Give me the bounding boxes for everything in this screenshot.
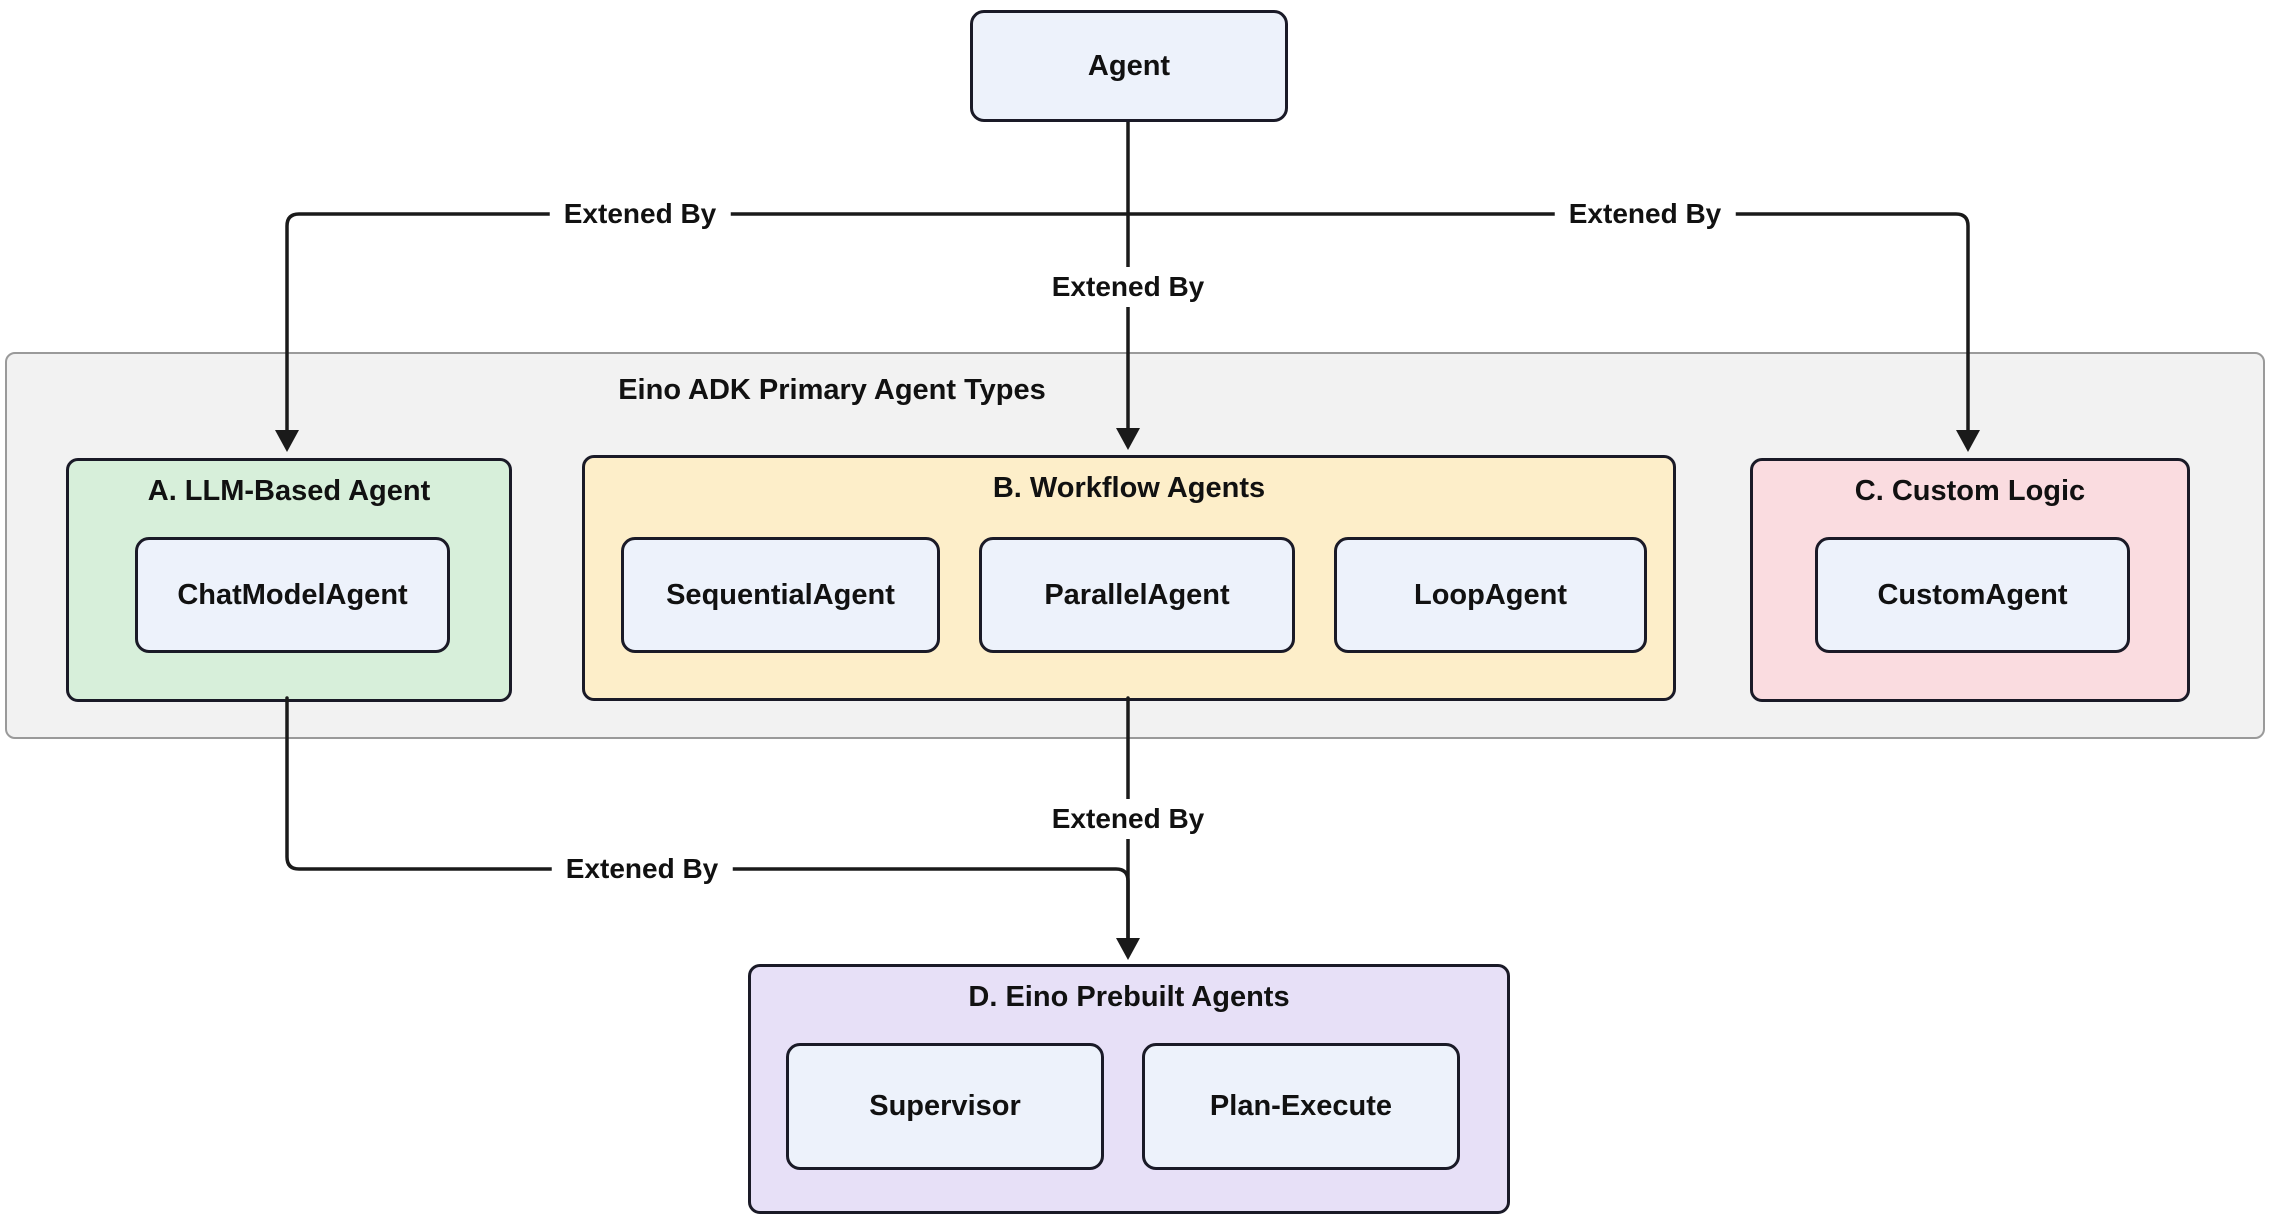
node-plan-execute-label: Plan-Execute [1209, 1090, 1393, 1122]
group-d-title: D. Eino Prebuilt Agents [968, 981, 1290, 1013]
node-parallelagent-label: ParallelAgent [1044, 578, 1230, 611]
edge-label-llm-to-prebuilt: Extened By [551, 849, 733, 889]
arrowhead-prebuilt [1116, 938, 1140, 960]
node-supervisor: Supervisor [786, 1043, 1104, 1170]
edge-label-workflow-to-prebuilt: Extened By [1037, 799, 1219, 839]
node-agent: Agent [970, 10, 1288, 122]
node-customagent: CustomAgent [1815, 537, 2130, 653]
node-sequentialagent: SequentialAgent [621, 537, 940, 653]
container-primary-agent-types: Eino ADK Primary Agent Types A. LLM-Base… [5, 352, 2265, 739]
node-chatmodelagent: ChatModelAgent [135, 537, 450, 653]
group-d-eino-prebuilt-agents: D. Eino Prebuilt Agents Supervisor Plan-… [748, 964, 1510, 1214]
group-c-custom-logic: C. Custom Logic CustomAgent [1750, 458, 2190, 702]
edge-label-agent-to-custom: Extened By [1554, 194, 1736, 234]
group-a-llm-based-agent: A. LLM-Based Agent ChatModelAgent [66, 458, 512, 702]
node-loopagent: LoopAgent [1334, 537, 1647, 653]
group-b-title: B. Workflow Agents [992, 472, 1266, 504]
node-chatmodelagent-label: ChatModelAgent [177, 578, 408, 611]
container-title: Eino ADK Primary Agent Types [618, 374, 1046, 406]
edge-label-agent-to-workflow: Extened By [1037, 267, 1219, 307]
group-a-title: A. LLM-Based Agent [147, 475, 431, 507]
node-supervisor-label: Supervisor [869, 1090, 1021, 1122]
node-agent-label: Agent [1087, 49, 1171, 82]
group-c-title: C. Custom Logic [1854, 475, 2086, 507]
group-b-workflow-agents: B. Workflow Agents SequentialAgent Paral… [582, 455, 1676, 701]
node-loopagent-label: LoopAgent [1413, 578, 1567, 611]
node-sequentialagent-label: SequentialAgent [666, 578, 895, 611]
node-parallelagent: ParallelAgent [979, 537, 1295, 653]
node-customagent-label: CustomAgent [1877, 578, 2068, 611]
node-plan-execute: Plan-Execute [1142, 1043, 1460, 1170]
edge-label-agent-to-llm: Extened By [549, 194, 731, 234]
